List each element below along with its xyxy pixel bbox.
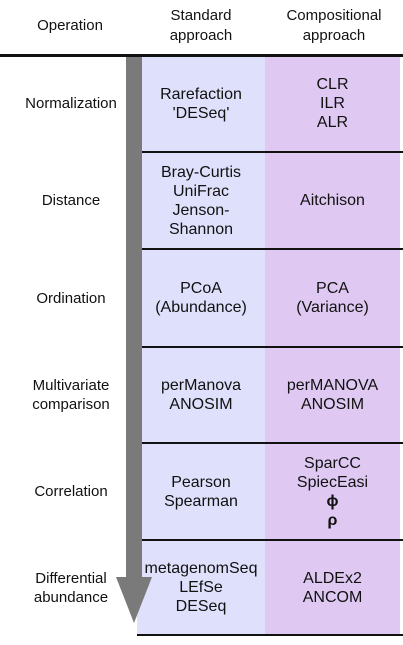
header-operation: Operation: [37, 17, 103, 34]
operation-ordination: Ordination: [36, 289, 106, 307]
standard-multivariate-comparison: perManova ANOSIM: [160, 377, 242, 413]
row-divider-line: [137, 248, 403, 250]
rho-symbol: ρ: [327, 511, 338, 529]
operation-normalization: Normalization: [25, 95, 117, 112]
compositional-distance: Aitchison: [300, 192, 365, 209]
operation-multivariate-comparison: Multivariate comparison: [32, 377, 110, 413]
operation-distance: Distance: [41, 192, 101, 209]
compositional-correlation-methods: SparCC SpiecEasi: [296, 454, 369, 491]
compositional-multivariate-comparison: perMANOVA ANOSIM: [286, 377, 379, 413]
phi-symbol: ϕ: [326, 492, 339, 510]
workflow-down-arrow-icon: [116, 57, 152, 623]
operation-correlation: Correlation: [34, 483, 108, 500]
standard-ordination: PCoA (Abundance): [155, 280, 247, 316]
standard-differential-abundance: metagenomSeq LEfSe DESeq: [144, 560, 258, 615]
standard-distance: Bray-Curtis UniFrac Jenson- Shannon: [160, 163, 241, 238]
header-divider-line: [0, 54, 403, 57]
row-divider-line: [137, 539, 403, 541]
compositional-ordination: PCA (Variance): [296, 280, 369, 316]
row-divider-line: [137, 442, 403, 444]
row-divider-line: [137, 151, 403, 153]
operation-differential-abundance: Differential abundance: [33, 569, 109, 606]
row-divider-line: [137, 346, 403, 348]
compositional-differential-abundance: ALDEx2 ANCOM: [302, 569, 363, 606]
header-compositional-approach: Compositional approach: [286, 7, 382, 44]
standard-normalization: Rarefaction 'DESeq': [160, 85, 242, 122]
standard-correlation: Pearson Spearman: [164, 473, 238, 510]
bottom-divider-line: [137, 634, 403, 636]
header-standard-approach: Standard approach: [169, 7, 233, 44]
compositional-normalization: CLR ILR ALR: [316, 76, 349, 131]
compositional-correlation: SparCC SpiecEasi ϕ ρ: [265, 444, 400, 539]
